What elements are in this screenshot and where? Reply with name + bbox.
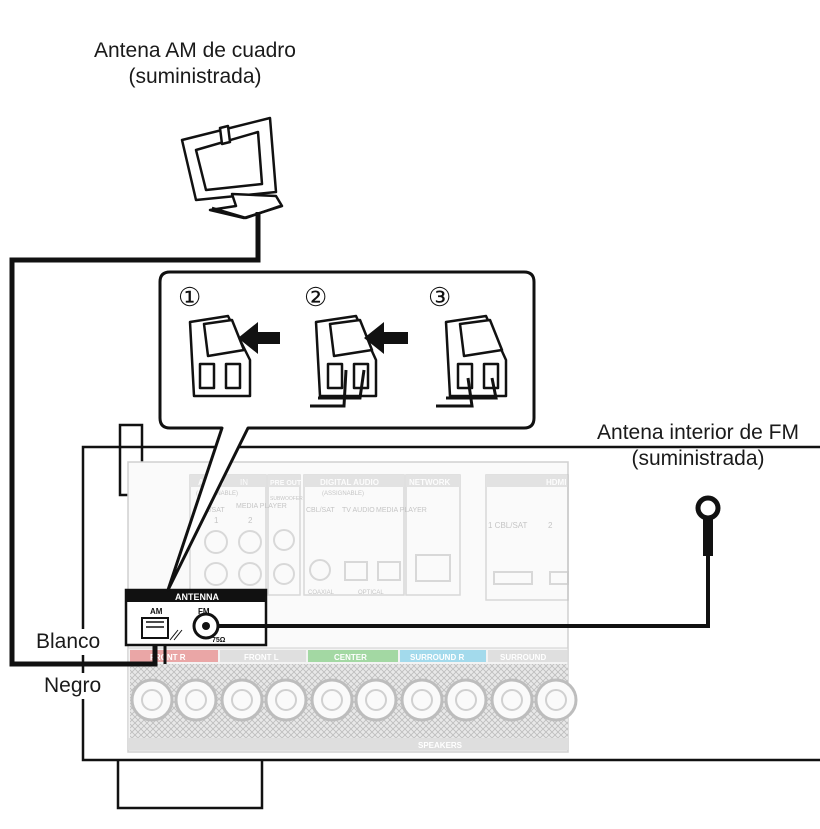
speaker-post [354,678,398,722]
black-wire-label: Negro [42,673,104,699]
speaker-post [174,678,218,722]
speaker-group-surround-bar [488,650,568,662]
am-antenna-cable [9,212,261,667]
hdmi-section: HDMI 1 CBL/SAT 2 [485,474,569,601]
speaker-post [310,678,354,722]
fm-antenna-label: Antena interior de FM (suministrada) [578,420,818,472]
rca-jack [204,530,228,554]
speaker-post [220,678,264,722]
speaker-group-front-l-bar [220,650,306,662]
speaker-label-center: CENTER [334,653,367,662]
digital-media-player: MEDIA PLAYER [376,507,427,514]
am-terminal-label: AM [150,607,163,616]
digital-optical: OPTICAL [358,590,384,596]
hdmi-port [549,571,569,585]
coaxial-jack [309,559,331,581]
audio-in-tag: IN [240,478,248,487]
step-number-3: ③ [428,282,451,312]
hdmi-num-2: 2 [548,521,553,530]
ethernet-port [415,554,451,582]
step-2-arrow [364,322,408,354]
step-3-wires [436,377,498,408]
digital-audio-title: DIGITAL AUDIO [320,478,379,487]
speaker-group-center-bar [308,650,398,662]
speaker-label-front-r: FRONT R [150,653,186,662]
rca-jack [238,530,262,554]
hdmi-title: HDMI [546,478,566,487]
fm-antenna-wire [703,516,713,556]
step-1-terminal [188,314,252,398]
step-3-terminal [444,314,508,398]
speaker-label-surround: SURROUND [500,653,546,662]
antenna-terminal: ANTENNA AM FM 75Ω [124,588,268,647]
speaker-post [400,678,444,722]
fm-antenna-label-line2: (suministrada) [631,447,765,470]
speaker-group-surround-r-bar [400,650,486,662]
am-antenna-label: Antena AM de cuadro (suministrada) [60,38,330,90]
audio-in-media-player: MEDIA PLAYER [236,503,287,510]
audio-in-cbl-sat: CBL/SAT [196,507,225,514]
digital-audio-section: DIGITAL AUDIO (ASSIGNABLE) CBL/SAT TV AU… [303,474,427,596]
step-1-arrow [238,322,280,354]
step-number-2: ② [304,282,327,312]
speaker-post [490,678,534,722]
white-wire-label: Blanco [34,629,103,655]
digital-tv-audio: TV AUDIO [342,507,375,514]
speaker-label-surround-r: SURROUND R [410,653,464,662]
pre-out-subwoofer: SUBWOOFER [270,496,303,502]
receiver-chassis-outline [81,445,820,762]
fm-terminal-label: FM [198,607,210,616]
am-push-terminal [141,617,169,639]
pre-out-title: PRE OUT [270,480,302,487]
digital-cbl-sat: CBL/SAT [306,507,335,514]
step-2-wires [310,369,366,408]
speaker-post [130,678,174,722]
step-2-terminal [314,314,378,398]
fm-antenna-label-line1: Antena interior de FM [597,421,799,444]
hdmi-port [493,571,533,585]
digital-coaxial: COAXIAL [308,590,335,596]
speaker-label-front-l: FRONT L [244,653,279,662]
callout-bubble [158,270,536,592]
step-number-1: ① [178,282,201,312]
speakers-title: SPEAKERS [418,741,463,750]
optical-port [344,561,368,581]
fm-antenna-tip [695,495,721,521]
pre-out-section: PRE OUT SUBWOOFER [267,474,303,596]
hdmi-cbl-sat: 1 CBL/SAT [488,521,528,530]
audio-in-num-2: 2 [248,516,253,525]
rca-jack [204,562,228,586]
speaker-post [534,678,578,722]
am-loop-antenna [180,116,284,220]
am-antenna-label-line1: Antena AM de cuadro [94,39,296,62]
speaker-terminals: FRONT R FRONT L CENTER SURROUND R SURROU… [127,647,578,751]
rca-jack [238,562,262,586]
speaker-post [264,678,308,722]
speaker-group-front-r-bar [130,650,218,662]
rca-jack [273,563,295,585]
network-section: NETWORK [405,474,461,596]
am-antenna-label-line2: (suministrada) [128,65,262,88]
optical-port [377,561,401,581]
network-title: NETWORK [409,478,451,487]
rca-jack [273,529,295,551]
speaker-post [444,678,488,722]
audio-in-num-1: 1 [214,516,219,525]
ohm-label: 75Ω [212,637,226,644]
receiver-foot [116,760,264,810]
antenna-title: ANTENNA [175,592,219,602]
digital-audio-assignable: (ASSIGNABLE) [322,491,364,497]
